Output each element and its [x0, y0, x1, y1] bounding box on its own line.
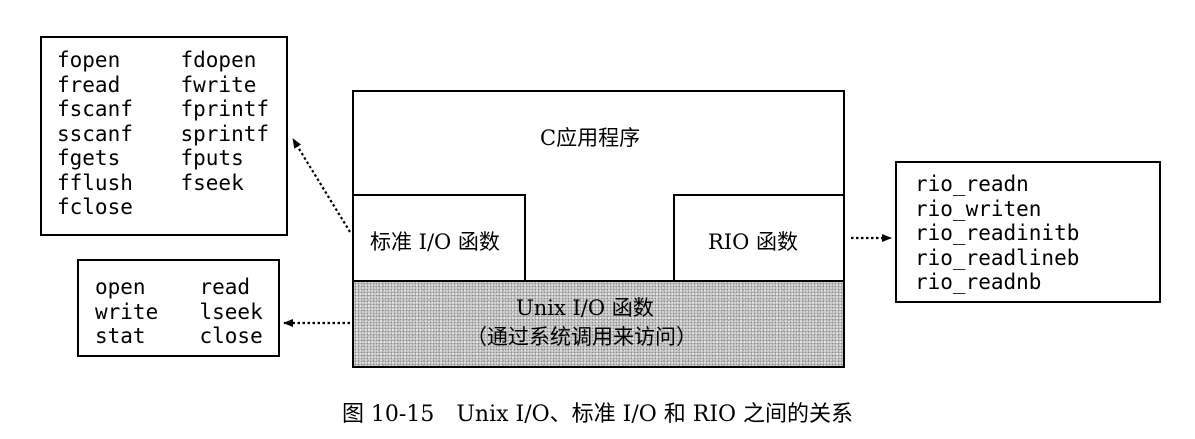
stdio-function-grid: fopen fdopen fread fwrite fscanf fprintf sscan… [57, 48, 286, 220]
unix-io-function-1-1: lseek [199, 299, 263, 324]
unix-io-layer [352, 280, 845, 368]
rio-function-0: rio_readn [915, 172, 1029, 196]
stdio-function-5-0: fflush [57, 170, 133, 195]
stdio-function-5-1: fseek [180, 170, 244, 195]
stdio-function-0-1: fdopen [180, 48, 257, 72]
stdio-function-1-0: fread [57, 72, 121, 97]
stdio-function-2-1: fprintf [180, 97, 270, 121]
stdio-function-3-0: sscanf [57, 121, 133, 146]
stdio-function-list: fopen fdopen fread fwrite fscanf fprintf sscan… [40, 36, 288, 236]
stdio-function-1-1: fwrite [180, 72, 257, 97]
unix-io-function-2-1: close [199, 324, 263, 348]
c-application-label: C应用程序 [540, 126, 641, 150]
stdio-function-2-0: fscanf [57, 97, 133, 121]
stdio-arrow [292, 138, 351, 233]
figure-caption: 图 10-15 Unix I/O、标准 I/O 和 RIO 之间的关系 [341, 402, 854, 427]
stdio-function-6-0: fclose [57, 195, 133, 219]
stdio-function-4-0: fgets [57, 146, 121, 170]
unix-io-function-1-0: write [95, 299, 159, 324]
stdio-function-0-0: fopen [57, 48, 121, 72]
unix-io-layer-label: Unix I/O 函数 [516, 296, 654, 320]
rio-function-4: rio_readnb [915, 270, 1042, 294]
unix-io-function-2-0: stat [95, 324, 146, 348]
unix-io-function-grid: open read write lseek stat close [95, 275, 278, 349]
rio-layer [673, 194, 845, 282]
rio-function-2: rio_readinitb [915, 221, 1080, 245]
rio-function-1: rio_writen [915, 196, 1042, 221]
unix-io-layer-note: （通过系统调用来访问） [466, 325, 697, 349]
rio-layer-label: RIO 函数 [708, 230, 798, 254]
unix-io-function-list: open read write lseek stat close [77, 259, 280, 357]
unix-io-function-0-0: open [95, 275, 146, 299]
stdio-function-3-1: sprintf [180, 121, 270, 146]
rio-function-3: rio_readlineb [915, 245, 1080, 270]
stdio-function-4-1: fputs [180, 146, 244, 170]
stdio-layer-label: 标准 I/O 函数 [370, 230, 500, 254]
unix-io-function-0-1: read [199, 275, 251, 299]
